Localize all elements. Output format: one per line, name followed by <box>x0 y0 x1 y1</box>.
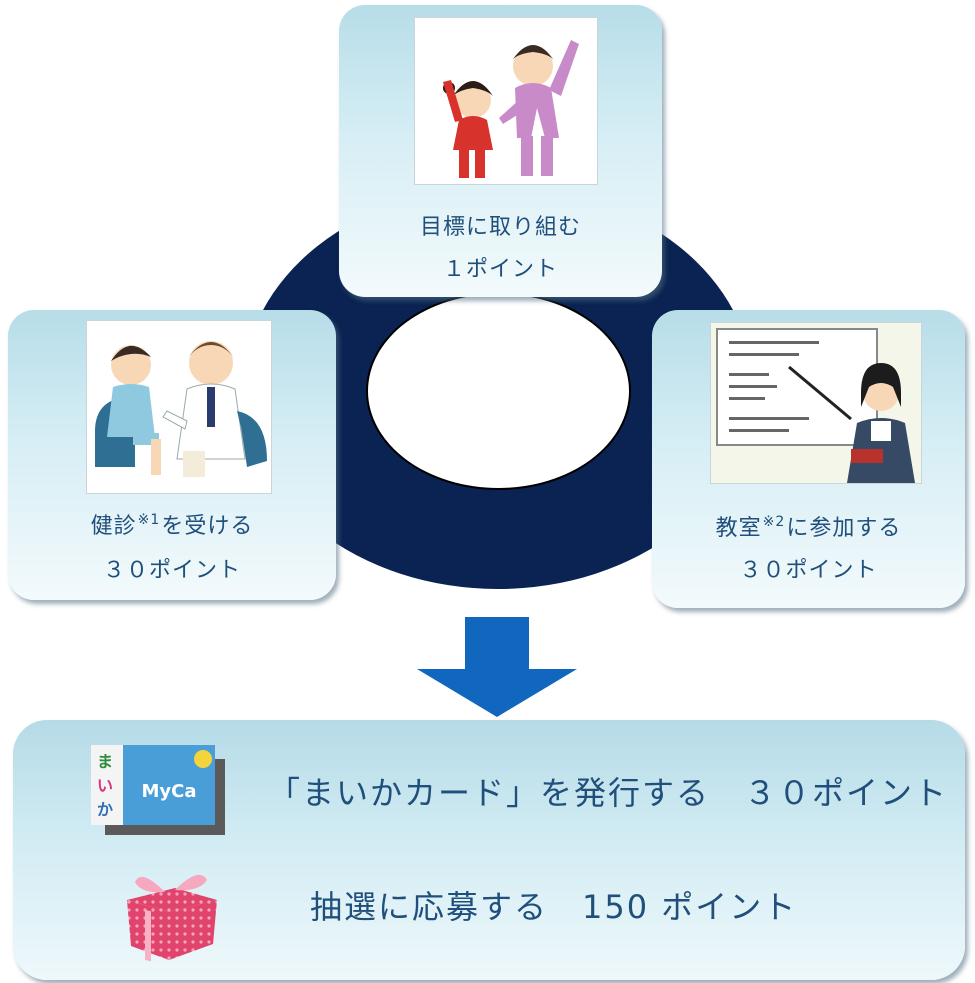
gift-box-illustration <box>117 866 225 962</box>
myca-card-illustration: ま い か MyCa <box>91 745 226 837</box>
class-participation-card: 教室※2に参加する ３０ポイント <box>652 310 965 608</box>
health-checkup-illustration <box>86 320 272 494</box>
exercise-illustration <box>414 17 598 185</box>
lottery-reward-text: 抽選に応募する 150 ポイント <box>310 888 798 926</box>
down-arrow-icon <box>417 617 577 717</box>
card-char-2: い <box>97 776 113 795</box>
classroom-lecture-illustration <box>710 322 922 484</box>
exercise-goal-card: 目標に取り組む １ポイント <box>339 5 662 297</box>
class-participation-points: ３０ポイント <box>739 558 878 583</box>
health-checkup-points: ３０ポイント <box>102 558 241 583</box>
exercise-goal-title: 目標に取り組む <box>419 215 581 240</box>
health-checkup-title: 健診※1を受ける <box>90 512 254 539</box>
class-participation-title: 教室※2に参加する <box>715 514 902 541</box>
rewards-panel: ま い か MyCa 「まいかカード」を発行する ３０ポイント 抽選に応募する … <box>13 720 965 980</box>
card-char-1: ま <box>97 752 113 771</box>
exercise-goal-points: １ポイント <box>442 257 558 282</box>
myca-logo-text: MyCa <box>141 781 196 802</box>
cycle-ring-center <box>366 292 631 490</box>
myca-card-reward-text: 「まいかカード」を発行する ３０ポイント <box>268 774 949 812</box>
card-char-3: か <box>97 800 113 819</box>
health-checkup-card: 健診※1を受ける ３０ポイント <box>8 310 336 600</box>
